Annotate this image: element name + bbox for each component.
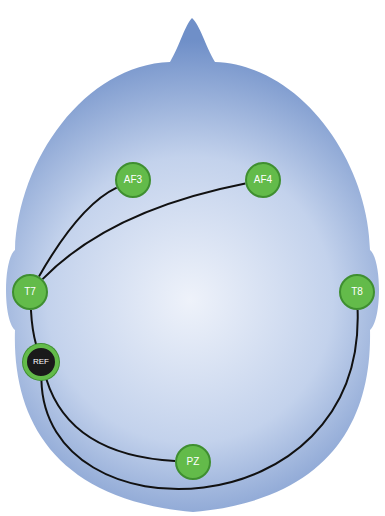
electrode-wire [31,310,36,345]
electrode-wire [46,379,175,461]
electrode-wire [43,183,246,279]
electrode-label: AF3 [124,175,142,185]
electrode-label: AF4 [254,175,272,185]
reference-electrode: REF [23,344,59,380]
electrode-label: PZ [187,457,200,467]
electrode-node: PZ [175,444,211,480]
electrode-node: T8 [339,274,375,310]
head-outline [6,18,379,512]
electrode-label: REF [33,358,49,366]
electrode-wire [41,310,357,489]
electrode-label: T8 [351,287,363,297]
electrode-node: AF3 [115,162,151,198]
electrode-node: T7 [12,274,48,310]
electrode-label: T7 [24,287,36,297]
electrode-node: AF4 [245,162,281,198]
